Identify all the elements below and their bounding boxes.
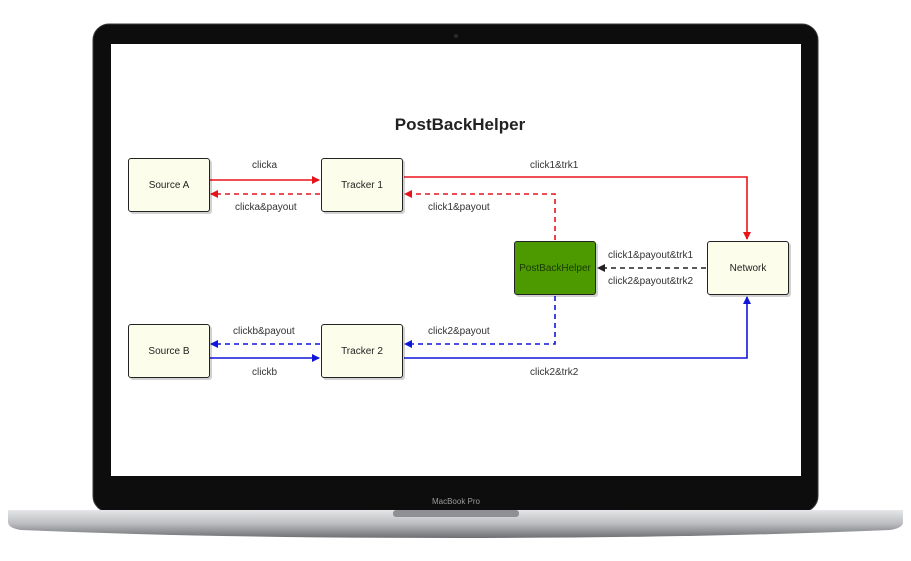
edge-click1-payout	[404, 190, 556, 240]
diagram-title: PostBackHelper	[394, 115, 526, 134]
edge-click1-trk1	[404, 176, 751, 240]
laptop-base	[8, 510, 903, 538]
node-tracker-1-label: Tracker 1	[341, 179, 383, 191]
node-source-a-label: Source A	[148, 179, 190, 191]
edge-label-clickb: clickb	[252, 367, 278, 378]
edge-label-click2-payout-trk2: click2&payout&trk2	[608, 276, 694, 287]
edge-label-click1-payout-trk1: click1&payout&trk1	[608, 250, 694, 261]
edge-click2-payout	[404, 296, 556, 348]
trackpad-notch	[393, 510, 519, 517]
edge-label-click1-trk1: click1&trk1	[530, 160, 579, 171]
edge-label-clicka-payout: clicka&payout	[235, 202, 297, 213]
node-tracker-2: Tracker 2	[321, 324, 403, 378]
node-source-a: Source A	[128, 158, 210, 212]
edge-click2-trk2	[404, 296, 751, 359]
edge-label-click1-payout: click1&payout	[428, 202, 490, 213]
node-tracker-2-label: Tracker 2	[341, 345, 383, 357]
camera-icon	[454, 34, 458, 38]
node-source-b-label: Source B	[148, 345, 190, 357]
edge-label-click2-trk2: click2&trk2	[530, 367, 579, 378]
display	[111, 44, 801, 476]
device-brand-label: MacBook Pro	[431, 497, 481, 506]
node-source-b: Source B	[128, 324, 210, 378]
node-network: Network	[707, 241, 789, 295]
node-postbackhelper-label: PostBackHelper	[519, 262, 591, 274]
edge-label-clicka: clicka	[252, 160, 278, 171]
node-postbackhelper: PostBackHelper	[514, 241, 596, 295]
node-network-label: Network	[729, 262, 767, 274]
edge-label-click2-payout: click2&payout	[428, 326, 490, 337]
node-tracker-1: Tracker 1	[321, 158, 403, 212]
edge-label-clickb-payout: clickb&payout	[233, 326, 295, 337]
